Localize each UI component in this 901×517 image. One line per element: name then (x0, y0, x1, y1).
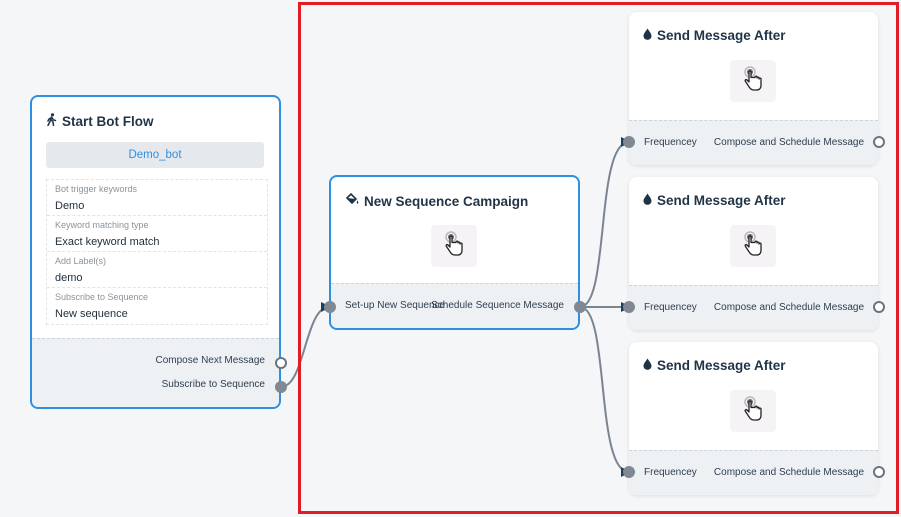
hand-pointer-icon (443, 230, 465, 262)
edge-start-to-sequence (280, 302, 331, 388)
input-port-frequency[interactable] (623, 466, 635, 478)
output-label-schedule-sequence: Schedule Sequence Message (431, 300, 564, 311)
send-message-after-node[interactable]: Send Message After Frequencey Compose an… (629, 342, 878, 495)
message-settings-button[interactable] (730, 225, 776, 267)
start-node-footer: Compose Next Message Subscribe to Sequen… (32, 338, 279, 407)
field-label: Keyword matching type (55, 220, 149, 230)
input-port-frequency[interactable] (623, 301, 635, 313)
message-node-title-text: Send Message After (657, 193, 786, 208)
field-add-labels[interactable]: Add Label(s) demo (47, 252, 267, 288)
message-node-title-text: Send Message After (657, 28, 786, 43)
field-subscribe-to-sequence[interactable]: Subscribe to Sequence New sequence (47, 288, 267, 324)
input-label-setup-sequence: Set-up New Sequence (345, 300, 446, 311)
field-value: Demo (55, 200, 85, 212)
start-node-title-text: Start Bot Flow (62, 113, 154, 129)
field-value: Exact keyword match (55, 236, 160, 248)
input-label-frequency: Frequencey (644, 302, 697, 313)
send-message-after-node[interactable]: Send Message After Frequencey Compose an… (629, 177, 878, 330)
field-label: Subscribe to Sequence (55, 292, 149, 302)
field-label: Add Label(s) (55, 256, 107, 266)
edge-sequence-to-message-3 (579, 306, 631, 477)
start-bot-flow-node[interactable]: Start Bot Flow Demo_bot Bot trigger keyw… (30, 95, 281, 409)
output-port-compose-schedule[interactable] (873, 466, 885, 478)
edge-sequence-to-message-1 (579, 137, 631, 308)
message-node-title: Send Message After (643, 193, 786, 208)
drop-icon (643, 28, 652, 43)
field-value: demo (55, 272, 83, 284)
start-node-title: Start Bot Flow (46, 113, 154, 129)
send-message-after-node[interactable]: Send Message After Frequencey Compose an… (629, 12, 878, 165)
hand-pointer-icon (742, 395, 764, 427)
sequence-settings-button[interactable] (431, 225, 477, 267)
drop-icon (643, 358, 652, 373)
sequence-node-title-text: New Sequence Campaign (364, 193, 529, 209)
input-label-frequency: Frequencey (644, 467, 697, 478)
drop-icon (643, 193, 652, 208)
output-label-subscribe-sequence: Subscribe to Sequence (161, 379, 265, 390)
sequence-node-title: New Sequence Campaign (345, 192, 529, 209)
output-port-subscribe-sequence[interactable] (275, 381, 287, 393)
message-node-footer: Frequencey Compose and Schedule Message (629, 450, 878, 495)
output-label-compose-schedule: Compose and Schedule Message (713, 137, 864, 148)
message-node-footer: Frequencey Compose and Schedule Message (629, 120, 878, 165)
message-settings-button[interactable] (730, 390, 776, 432)
field-value: New sequence (55, 308, 128, 320)
message-node-title-text: Send Message After (657, 358, 786, 373)
message-node-title: Send Message After (643, 28, 786, 43)
output-label-compose-schedule: Compose and Schedule Message (713, 467, 864, 478)
new-sequence-campaign-node[interactable]: New Sequence Campaign Set-up New Sequenc… (329, 175, 580, 330)
output-port-schedule-sequence[interactable] (574, 301, 586, 313)
output-port-compose-schedule[interactable] (873, 136, 885, 148)
output-label-compose-next: Compose Next Message (155, 355, 266, 366)
hand-pointer-icon (742, 230, 764, 262)
output-port-compose-next[interactable] (275, 357, 287, 369)
trigger-fields: Bot trigger keywords Demo Keyword matchi… (46, 179, 268, 325)
sequence-node-footer: Set-up New Sequence Schedule Sequence Me… (331, 283, 578, 328)
message-settings-button[interactable] (730, 60, 776, 102)
hand-pointer-icon (742, 65, 764, 97)
output-label-compose-schedule: Compose and Schedule Message (713, 302, 864, 313)
input-port-frequency[interactable] (623, 136, 635, 148)
message-node-title: Send Message After (643, 358, 786, 373)
message-node-footer: Frequencey Compose and Schedule Message (629, 285, 878, 330)
output-port-compose-schedule[interactable] (873, 301, 885, 313)
field-trigger-keywords[interactable]: Bot trigger keywords Demo (47, 180, 267, 216)
paint-bucket-icon (345, 192, 359, 209)
field-label: Bot trigger keywords (55, 184, 138, 194)
field-keyword-matching-type[interactable]: Keyword matching type Exact keyword matc… (47, 216, 267, 252)
walking-person-icon (46, 113, 57, 129)
input-port-setup-sequence[interactable] (324, 301, 336, 313)
input-label-frequency: Frequencey (644, 137, 697, 148)
bot-select-button[interactable]: Demo_bot (46, 142, 264, 168)
